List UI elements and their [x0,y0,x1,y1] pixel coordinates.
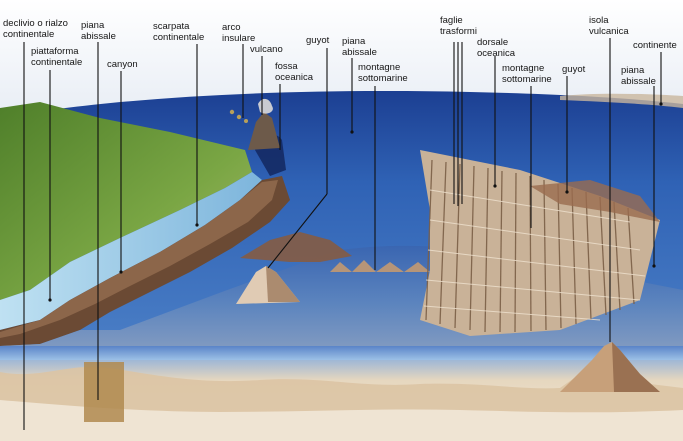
island-arc-dot-1 [230,110,234,114]
island-arc-dot-3 [244,119,248,123]
island-arc-dot-2 [237,115,241,119]
canyon-cut [84,362,124,422]
cross-section-water [0,346,683,360]
